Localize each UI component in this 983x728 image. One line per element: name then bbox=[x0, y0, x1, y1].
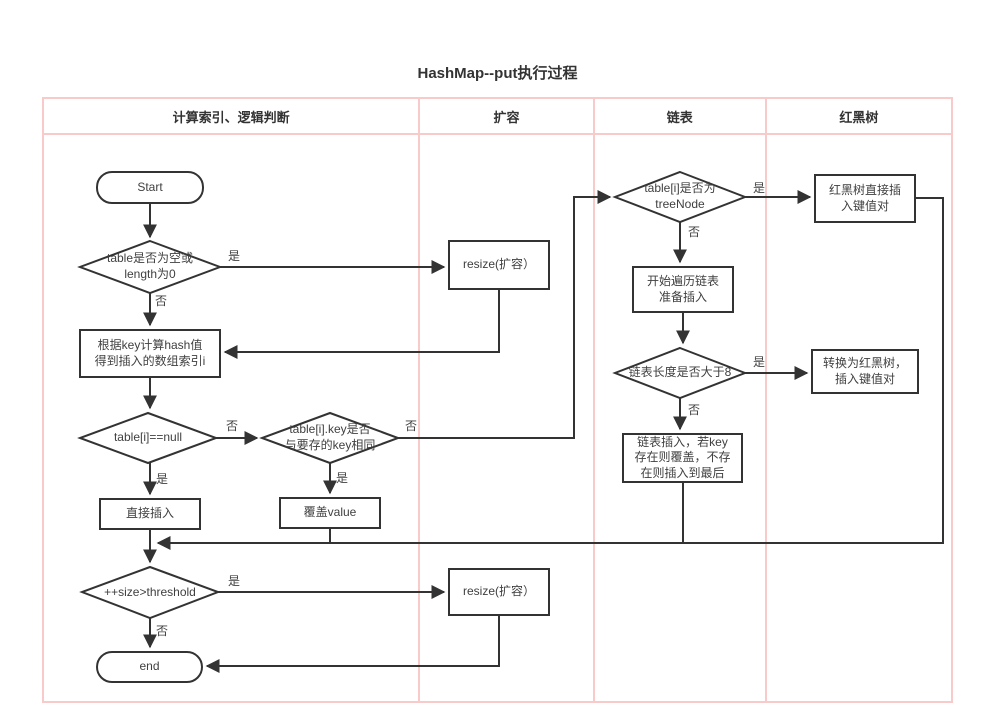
edge-key-no-to-treenode-check bbox=[398, 190, 612, 439]
swimlane-frame: 计算索引、逻辑判断 扩容 链表 红黑树 bbox=[42, 97, 953, 703]
node-convert-rbt-shape bbox=[811, 349, 919, 394]
edge-resize1-to-hash bbox=[223, 289, 500, 359]
node-traverse-shape bbox=[632, 266, 734, 313]
diagram-title: HashMap--put执行过程 bbox=[417, 65, 578, 82]
node-end-shape bbox=[96, 651, 203, 683]
lane-red-black-tree: 红黑树 bbox=[766, 99, 952, 701]
node-direct-insert-shape bbox=[99, 498, 201, 530]
edge-merge-to-threshold bbox=[156, 197, 944, 550]
node-overwrite-shape bbox=[279, 497, 381, 529]
node-hash-shape bbox=[79, 329, 221, 378]
edge-resize2-to-end bbox=[205, 615, 500, 673]
node-rbt-insert-shape bbox=[814, 174, 916, 223]
lane-linked-list: 链表 bbox=[594, 99, 767, 701]
node-key-check-shape bbox=[259, 411, 401, 465]
lane-index-logic: 计算索引、逻辑判断 bbox=[44, 99, 421, 701]
lane-header-index-logic: 计算索引、逻辑判断 bbox=[44, 99, 419, 135]
node-threshold-check-shape bbox=[79, 565, 221, 620]
node-resize2-shape bbox=[448, 568, 550, 616]
node-null-check-shape bbox=[77, 411, 219, 465]
node-empty-check-shape bbox=[77, 239, 223, 295]
node-start-shape bbox=[96, 171, 204, 204]
node-treenode-check-shape bbox=[612, 170, 748, 224]
lane-header-red-black-tree: 红黑树 bbox=[766, 99, 952, 135]
node-resize1-shape bbox=[448, 240, 550, 290]
lane-resize: 扩容 bbox=[420, 99, 595, 701]
node-list-insert-shape bbox=[622, 433, 743, 483]
node-length-check-shape bbox=[612, 346, 748, 400]
lane-header-linked-list: 链表 bbox=[594, 99, 765, 135]
lane-header-resize: 扩容 bbox=[420, 99, 593, 135]
